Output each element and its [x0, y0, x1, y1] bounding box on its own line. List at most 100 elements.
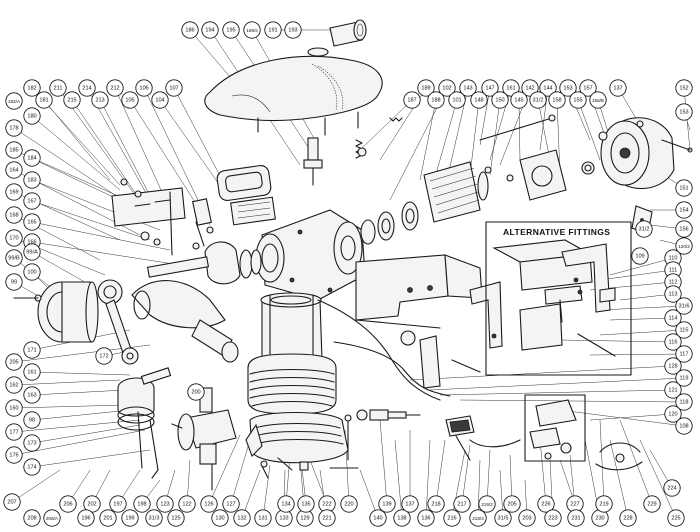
- part-callout: 206: [59, 495, 77, 513]
- callout-circle: [254, 509, 272, 527]
- leader-line: [486, 449, 491, 505]
- leader-line: [31, 371, 131, 376]
- callout-circle: [539, 79, 557, 97]
- callout-label: 160: [9, 405, 18, 411]
- carry-handle: [216, 165, 276, 226]
- mounting-bracket: [111, 187, 212, 256]
- part-callout: 191: [264, 21, 282, 39]
- callout-circle: [675, 201, 693, 219]
- part-callout: 185: [5, 141, 23, 159]
- callout-circle: [675, 417, 693, 435]
- callout-circle: [23, 79, 41, 97]
- part-callout: 152: [675, 79, 693, 97]
- callout-circle: [211, 509, 229, 527]
- callout-circle: [201, 21, 219, 39]
- callout-label: 172: [99, 353, 108, 359]
- part-callout: 193: [284, 21, 302, 39]
- callout-label: 122: [182, 501, 191, 507]
- callout-circle: [469, 509, 487, 527]
- callout-label: 193: [288, 27, 297, 33]
- callout-circle: [23, 213, 41, 231]
- part-callout: 135: [297, 495, 315, 513]
- part-callout: 157: [579, 79, 597, 97]
- callout-label: 189: [421, 85, 430, 91]
- callout-circle: [35, 91, 53, 109]
- callout-circle: [529, 91, 547, 109]
- part-callout: 205: [5, 353, 23, 371]
- part-callout: 129: [296, 509, 314, 527]
- part-callout: 214: [78, 79, 96, 97]
- callout-label: 137: [405, 501, 414, 507]
- part-callout: 229: [643, 495, 661, 513]
- part-callout: 158: [548, 91, 566, 109]
- leader-line: [409, 365, 674, 381]
- part-callout: 196: [77, 509, 95, 527]
- callout-circle: [503, 495, 521, 513]
- callout-label: 31/2: [639, 226, 650, 232]
- callout-circle: [667, 509, 685, 527]
- part-callout: 181: [35, 91, 53, 109]
- callout-circle: [5, 119, 23, 137]
- part-callout: 110: [664, 249, 682, 267]
- callout-label: 207: [7, 499, 16, 505]
- callout-label: 138: [397, 515, 406, 521]
- callout-label: 217: [457, 501, 466, 507]
- callout-label: 226: [541, 501, 550, 507]
- callout-label: 185: [9, 147, 18, 153]
- callout-label: 183: [27, 177, 36, 183]
- callout-label: 115: [680, 327, 689, 333]
- callout-circle: [675, 321, 693, 339]
- silencer-assembly: [524, 394, 586, 462]
- part-callout: 112: [664, 273, 682, 291]
- callout-label: 129: [300, 515, 309, 521]
- callout-circle: [135, 79, 153, 97]
- callout-label: 120/2: [678, 244, 690, 249]
- callout-circle: [559, 79, 577, 97]
- leader-line: [559, 409, 685, 427]
- callout-circle: [675, 237, 693, 255]
- leader-line: [518, 99, 521, 161]
- callout-label: 208: [27, 515, 36, 521]
- callout-label: 99/B: [8, 255, 20, 261]
- callout-label: 121: [668, 387, 677, 393]
- part-callout: 168: [5, 206, 23, 224]
- callout-label: 118: [680, 399, 689, 405]
- callout-circle: [675, 179, 693, 197]
- part-callout: 227: [566, 495, 584, 513]
- callout-circle: [510, 91, 528, 109]
- callout-circle: [233, 509, 251, 527]
- leader-line: [537, 99, 551, 161]
- part-callout: 119: [675, 369, 693, 387]
- part-callout: 126: [200, 495, 218, 513]
- part-callout: 161: [23, 363, 41, 381]
- callout-label: 99/A: [26, 249, 38, 255]
- callout-label: 119: [680, 375, 689, 381]
- callout-label: 154: [679, 207, 688, 213]
- callout-label: 173: [27, 440, 36, 446]
- part-callout: 144: [539, 79, 557, 97]
- part-callout: 118: [675, 393, 693, 411]
- part-callout: 194: [201, 21, 219, 39]
- leader-line: [609, 317, 674, 321]
- part-callout: 169: [5, 183, 23, 201]
- hose-clip: [595, 442, 643, 471]
- callout-circle: [5, 353, 23, 371]
- callout-circle: [567, 509, 585, 527]
- cylinder-fins: [247, 353, 337, 415]
- part-callout: 130: [211, 509, 229, 527]
- leader-line: [31, 200, 151, 241]
- callout-label: 228: [623, 515, 632, 521]
- callout-label: 223: [548, 515, 557, 521]
- part-callout: 219/2: [478, 495, 496, 513]
- callout-circle: [5, 423, 23, 441]
- callout-label: 139: [382, 501, 391, 507]
- callout-circle: [5, 92, 23, 110]
- part-callout: 167: [23, 192, 41, 210]
- callout-label: 111: [669, 267, 678, 273]
- callout-label: 31/5: [498, 515, 509, 521]
- part-callout: 195: [222, 21, 240, 39]
- leader-line: [539, 439, 547, 505]
- part-callout: 189: [417, 79, 435, 97]
- part-callout: 163: [23, 386, 41, 404]
- leader-line: [599, 419, 605, 505]
